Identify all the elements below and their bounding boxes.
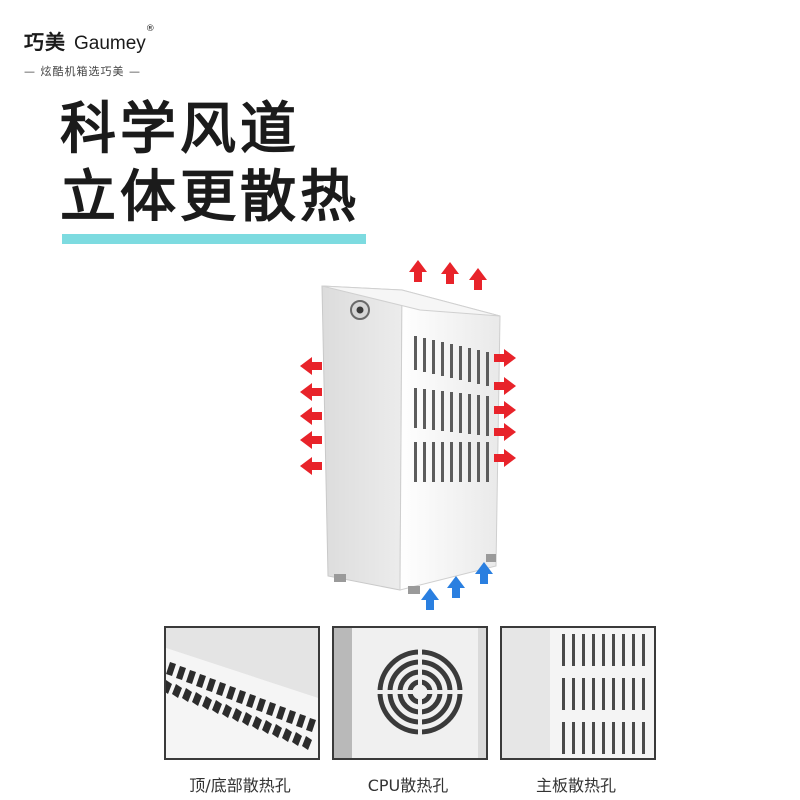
brand-logo: 巧美 Gaumey® — 炫酷机箱选巧美 — <box>24 24 164 79</box>
brand-name: 巧美 Gaumey® <box>24 24 164 55</box>
blue-arrow-icon <box>421 588 439 610</box>
caption-motherboard-vents: 主板散热孔 <box>535 776 616 795</box>
motherboard-vents-image <box>502 628 654 758</box>
cpu-vent-image <box>334 628 486 758</box>
case-body <box>321 285 501 594</box>
product-illustration <box>290 250 530 610</box>
top-bottom-vents-image <box>166 628 318 758</box>
intake-arrows <box>421 562 493 610</box>
thumbnail-motherboard-vents <box>500 626 656 760</box>
red-arrow-icon <box>409 260 427 282</box>
red-arrow-icon <box>469 268 487 290</box>
caption-top-bottom-vents: 顶/底部散热孔 <box>189 776 291 795</box>
thumbnail-top-bottom-vents <box>164 626 320 760</box>
red-arrow-icon <box>300 383 322 401</box>
red-arrow-icon <box>494 401 516 419</box>
red-arrow-icon <box>494 423 516 441</box>
headline-accent-bar <box>62 234 366 244</box>
red-arrow-icon <box>300 357 322 375</box>
side-vents <box>414 336 489 482</box>
caption-cpu-vent: CPU散热孔 <box>367 776 449 795</box>
red-arrow-icon <box>494 377 516 395</box>
brand-name-cn: 巧美 <box>24 30 66 54</box>
red-arrow-icon <box>494 449 516 467</box>
computer-case-illustration <box>300 260 516 610</box>
red-arrow-icon <box>441 262 459 284</box>
brand-name-en: Gaumey <box>73 33 146 54</box>
blue-arrow-icon <box>447 576 465 598</box>
brand-slogan: — 炫酷机箱选巧美 — <box>24 65 141 78</box>
red-arrow-icon <box>300 407 322 425</box>
headline-line-2: 立体更散热 <box>60 165 360 230</box>
headline-line-1: 科学风道 <box>60 97 300 162</box>
registered-mark: ® <box>145 24 156 34</box>
blue-arrow-icon <box>475 562 493 584</box>
red-arrow-icon <box>300 431 322 449</box>
red-arrow-icon <box>300 457 322 475</box>
thumbnail-cpu-vent <box>332 626 488 760</box>
exhaust-arrows <box>300 260 516 475</box>
lock-icon <box>350 300 370 320</box>
red-arrow-icon <box>494 349 516 367</box>
